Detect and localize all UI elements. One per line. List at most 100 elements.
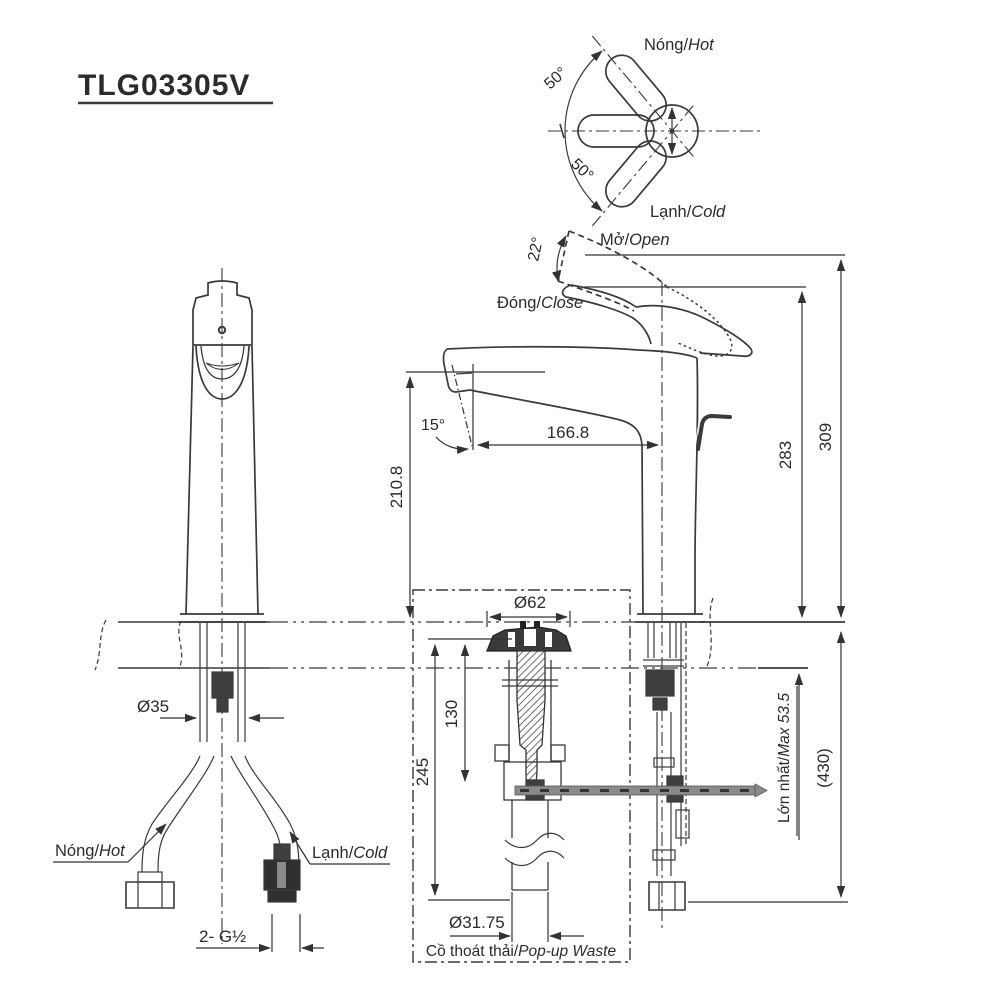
popup-lug-left	[494, 744, 510, 762]
handle-dot	[217, 325, 227, 335]
hex-key-icon	[696, 413, 732, 451]
faucet-front-view	[178, 268, 266, 944]
supply-thread-label: 2- G½	[199, 927, 246, 946]
popup-lift-rod	[514, 783, 768, 798]
hot-hose-ferrule	[137, 871, 163, 883]
cold-supply-vi: Lạnh/	[312, 844, 354, 862]
flange-diameter-label: Ø62	[514, 593, 546, 612]
aerator-line	[455, 372, 473, 375]
open-label-vi: Mở/	[600, 231, 630, 249]
hot-hose-inner	[157, 755, 215, 873]
spout-underside-body-left	[469, 389, 644, 615]
dim-tailpipe-diameter	[450, 892, 584, 942]
shank-diameter-label: Ø35	[137, 697, 169, 716]
open-angle-label: 22°	[525, 236, 547, 263]
hot-label-vi: Nóng/	[644, 36, 688, 54]
open-label-en: Open	[629, 231, 669, 249]
hot-label-top-view: Nóng/Hot	[644, 36, 715, 54]
body-right-edge	[694, 357, 699, 614]
dim-flange-diameter	[486, 611, 571, 627]
supply-nut-side	[648, 881, 686, 911]
open-label: Mở/Open	[600, 231, 670, 249]
cold-supply-label: Lạnh/Cold	[312, 844, 388, 862]
title-block: TLG03305V	[78, 69, 273, 105]
hot-label-en: Hot	[688, 36, 715, 54]
popup-plug-hatched	[516, 650, 546, 793]
close-label-en: Close	[541, 294, 583, 312]
hot-supply-en: Hot	[99, 842, 126, 860]
lever-open-close	[551, 230, 753, 358]
hot-supply-label: Nóng/Hot	[55, 842, 126, 860]
closed-lever-top	[570, 284, 637, 308]
arc-mid-tick	[559, 123, 565, 139]
cold-supply-en: Cold	[353, 844, 388, 862]
front-view-below-counter	[125, 623, 301, 909]
height-open-label: 309	[816, 423, 835, 451]
max-counter-vi: Lớn nhất/	[776, 756, 793, 823]
spout-tip	[442, 348, 471, 393]
angle-upper-label: 50°	[541, 64, 570, 93]
max-counter-label: Lớn nhất/Max 53.5	[776, 693, 793, 823]
handle-hub-circle	[645, 104, 699, 158]
dim-spout	[405, 364, 659, 618]
deck-break-front	[178, 620, 183, 670]
popup-caption: Cồ thoát thải/Pop-up Waste	[426, 943, 617, 960]
cold-valve-core	[277, 862, 286, 888]
close-label-vi: Đóng/	[497, 294, 541, 312]
open-lever-top	[568, 230, 668, 288]
popup-upper-depth-label: 130	[442, 700, 461, 728]
hub-center-dot	[669, 128, 675, 134]
open-lever-bottom	[557, 280, 635, 312]
angle-lower-label: 50°	[567, 156, 596, 185]
popup-boundary-box	[412, 589, 631, 963]
handle-bar-lower	[591, 35, 694, 157]
deck-break-right	[706, 597, 714, 667]
front-mounting-tip	[216, 697, 229, 713]
cold-label-en: Cold	[691, 203, 726, 221]
cold-label-top-view: Lạnh/Cold	[650, 203, 726, 221]
max-counter-en: Max 53.5	[776, 693, 793, 757]
front-mounting-nut	[211, 671, 234, 699]
spout-outlet-height-label: 210.8	[387, 466, 406, 509]
close-label: Đóng/Close	[497, 294, 583, 312]
popup-lug-right	[550, 744, 566, 762]
dim-heights	[584, 254, 848, 903]
hose-ferrule-side	[652, 849, 676, 861]
popup-waste-assembly	[486, 621, 572, 891]
open-angle-arc	[551, 235, 567, 283]
faucet-side-view	[442, 282, 732, 930]
cold-supply-leader	[289, 831, 390, 865]
model-number: TLG03305V	[78, 69, 250, 102]
cold-valve-bottom	[267, 889, 297, 903]
hose-coupler	[653, 757, 675, 768]
hot-supply-leader	[53, 823, 167, 863]
front-body-right	[251, 345, 259, 615]
hot-hose-nut	[125, 881, 175, 909]
popup-caption-vi: Cồ thoát thải/	[426, 943, 519, 960]
rotation-arc	[564, 50, 603, 212]
rod-clip	[675, 809, 690, 839]
deck-break-left	[94, 619, 107, 671]
mounting-tip	[652, 697, 668, 711]
popup-total-depth-label: 245	[413, 758, 432, 786]
spout-bowl-inner	[200, 345, 245, 380]
spout-bowl-outer	[195, 345, 250, 400]
spout-top-edge	[446, 345, 698, 359]
cold-valve-top	[273, 843, 291, 861]
spout-angle-label: 15°	[421, 417, 445, 434]
cold-hose-outer	[244, 755, 300, 869]
dim-popup-depths	[428, 638, 512, 901]
pipe-break-bottom	[504, 850, 565, 867]
height-closed-label: 283	[776, 441, 795, 469]
aerator-front	[205, 362, 240, 371]
front-body-left	[185, 345, 194, 615]
cold-label-vi: Lạnh/	[650, 203, 692, 221]
hot-supply-vi: Nóng/	[55, 842, 99, 860]
open-lever-front	[557, 230, 570, 282]
hex-key-highlight	[694, 411, 731, 449]
mounting-nut	[645, 669, 675, 697]
handle-top-view	[548, 35, 760, 227]
hot-hose-outer	[141, 755, 201, 873]
